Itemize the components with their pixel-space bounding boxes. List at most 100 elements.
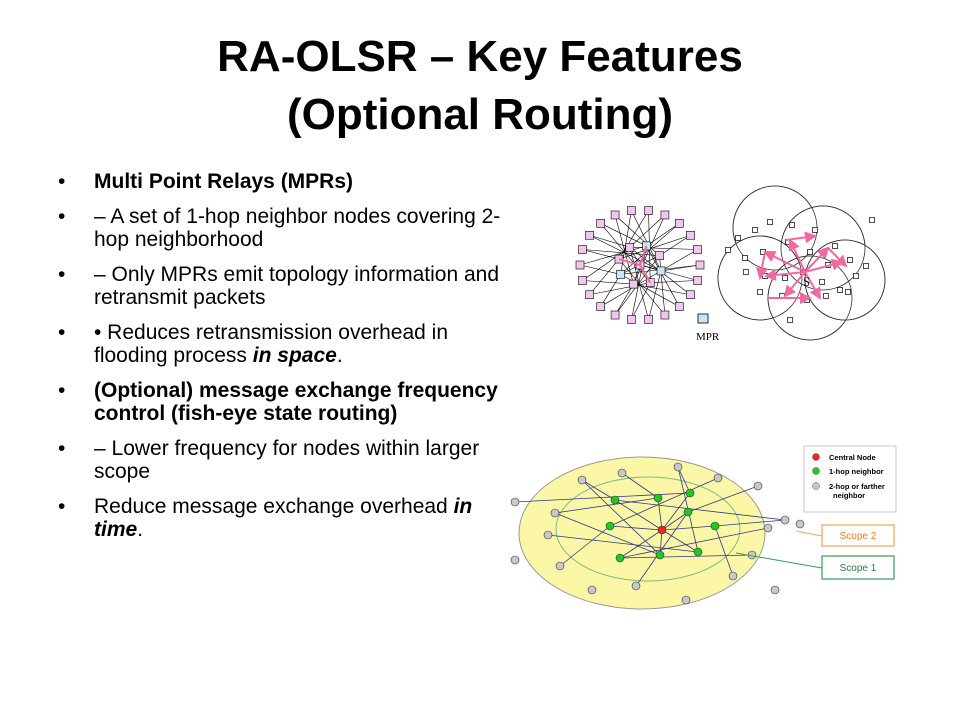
relay-arrow [804, 246, 830, 273]
flood-node [578, 245, 587, 254]
flood-link [614, 214, 660, 256]
flood-node [674, 302, 684, 311]
source-node-label: S [803, 274, 810, 289]
slide-title: RA-OLSR – Key Features (Optional Routing… [0, 28, 960, 144]
fisheye-links [514, 466, 786, 587]
flood-node [625, 243, 635, 252]
flood-link [589, 282, 651, 296]
mpr-relay-arrows [755, 231, 848, 304]
one-hop-node [683, 507, 693, 517]
bullet-item: • Multi Point Relays (MPRs) [58, 170, 518, 193]
coverage-circle [804, 239, 886, 321]
flood-arrow [618, 258, 641, 266]
flood-link [579, 264, 621, 275]
scope-1-label: Scope 1 [840, 563, 877, 574]
bullet-emphasis: in space [252, 344, 337, 367]
bullet-text: • Reduces retransmission overhead in flo… [94, 321, 448, 367]
flood-link [600, 223, 647, 247]
coverage-node [819, 279, 825, 285]
bullet-text: – Only MPRs emit topology information an… [94, 263, 500, 309]
relay-arrow [785, 231, 817, 244]
flood-node [645, 278, 655, 287]
bullet-marker: • [58, 170, 66, 193]
two-hop-node [673, 462, 683, 472]
one-hop-node [615, 553, 625, 563]
bullet-text: – Lower frequency for nodes within large… [94, 437, 480, 483]
coverage-node [845, 289, 851, 295]
one-hop-node [610, 495, 620, 505]
flood-link [631, 210, 662, 272]
coverage-node [823, 293, 829, 299]
bullet-text-part: Reduce message exchange overhead [94, 495, 454, 518]
two-hop-node [763, 523, 773, 533]
fisheye-link [619, 529, 663, 559]
fisheye-link [609, 477, 719, 527]
title-line-1: RA-OLSR – Key Features [217, 32, 743, 81]
flood-node [656, 266, 666, 276]
flood-node [644, 315, 653, 324]
flood-link [659, 255, 666, 316]
two-hop-node [510, 497, 520, 507]
two-hop-node [587, 585, 597, 595]
flood-node [693, 276, 702, 285]
scope-2-label: Scope 2 [840, 531, 877, 542]
flood-node [596, 219, 606, 228]
fisheye-link [619, 554, 753, 559]
coverage-node [789, 222, 795, 228]
flood-node [642, 241, 651, 251]
fisheye-link [514, 492, 691, 503]
bullet-marker: • [58, 379, 66, 402]
one-hop-node [693, 547, 703, 557]
flood-node [686, 230, 695, 240]
fisheye-link [657, 497, 663, 531]
two-hop-node [510, 555, 520, 565]
flood-node [655, 251, 664, 260]
flood-link [600, 270, 662, 307]
coverage-node [812, 227, 818, 233]
flood-node [693, 245, 702, 254]
flood-link [620, 274, 680, 307]
bullet-text-part: • Reduces retransmission overhead in flo… [94, 321, 449, 367]
flood-node [660, 310, 670, 320]
fisheye-link [714, 519, 786, 527]
coverage-node [863, 263, 869, 269]
bullet-marker: • [58, 263, 66, 286]
two-hop-node [770, 585, 780, 595]
flood-link [589, 258, 620, 295]
coverage-node [807, 249, 813, 255]
two-hop-node [543, 530, 553, 540]
coverage-node [847, 257, 853, 263]
flood-link [582, 280, 634, 285]
coverage-node [742, 255, 748, 261]
coverage-circle-outline [717, 235, 803, 321]
flood-link [629, 247, 698, 250]
title-line-2: (Optional Routing) [286, 90, 674, 139]
two-hop-node-icon [812, 482, 820, 490]
coverage-node [837, 287, 843, 293]
fisheye-nodes [510, 462, 805, 605]
flood-node [627, 315, 636, 324]
bullet-text: – A set of 1-hop neighbor nodes covering… [94, 205, 501, 251]
fisheye-link [661, 525, 716, 531]
flood-node [660, 210, 670, 220]
flood-node [585, 230, 594, 240]
coverage-circle-outline [804, 239, 886, 321]
bullet-marker: • [58, 205, 66, 228]
bullet-marker: • [58, 321, 66, 344]
bullet-item: • Reduce message exchange overhead in ti… [58, 495, 518, 541]
fisheye-link [661, 511, 689, 531]
flood-node [585, 290, 594, 300]
flood-arrow [639, 264, 652, 284]
flooding-star-graph [575, 206, 705, 324]
flood-node [610, 210, 620, 220]
coverage-node [782, 275, 788, 281]
fisheye-link [554, 512, 661, 556]
flood-node [578, 276, 587, 285]
one-hop-node [685, 488, 695, 498]
bullet-item: • – A set of 1-hop neighbor nodes coveri… [58, 205, 518, 251]
central-node-icon [812, 453, 820, 461]
flood-link [646, 223, 680, 247]
legend-two-hop-label: 2-hop or farther [829, 482, 885, 491]
fisheye-link [661, 529, 699, 553]
bullet-text: Multi Point Relays (MPRs) [94, 170, 354, 193]
